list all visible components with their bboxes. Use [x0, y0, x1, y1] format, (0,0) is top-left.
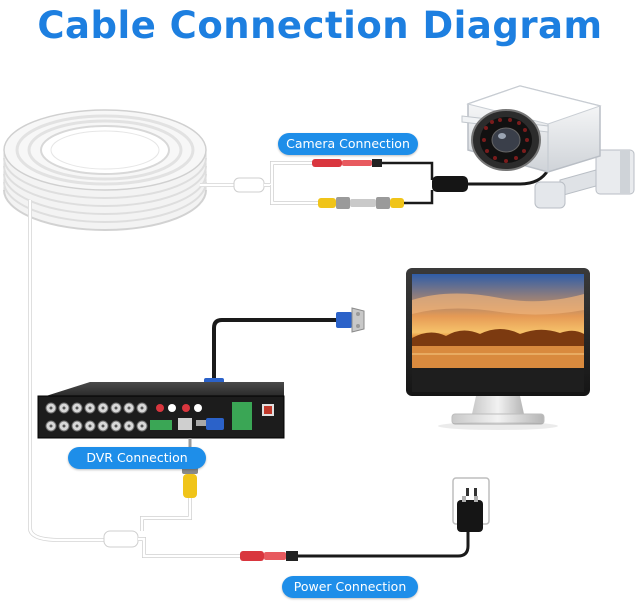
dvr-splitter	[104, 531, 240, 556]
power-connector-red	[240, 532, 468, 561]
dvr-connection-label: DVR Connection	[68, 447, 206, 469]
dvr-recorder-icon	[38, 382, 284, 438]
bnc-connector-icon	[318, 190, 432, 209]
power-connector-red	[312, 159, 432, 180]
monitor-icon	[406, 268, 590, 430]
camera-splitter	[234, 163, 318, 203]
vga-cable	[214, 320, 338, 378]
power-connection-label: Power Connection	[282, 576, 418, 598]
power-plug-icon	[457, 496, 483, 532]
cable-coil-icon	[4, 110, 206, 230]
camera-pigtail	[432, 170, 548, 192]
camera-connection-label: Camera Connection	[278, 133, 418, 155]
coax-cable-white	[30, 185, 235, 540]
security-camera-icon	[462, 86, 634, 208]
